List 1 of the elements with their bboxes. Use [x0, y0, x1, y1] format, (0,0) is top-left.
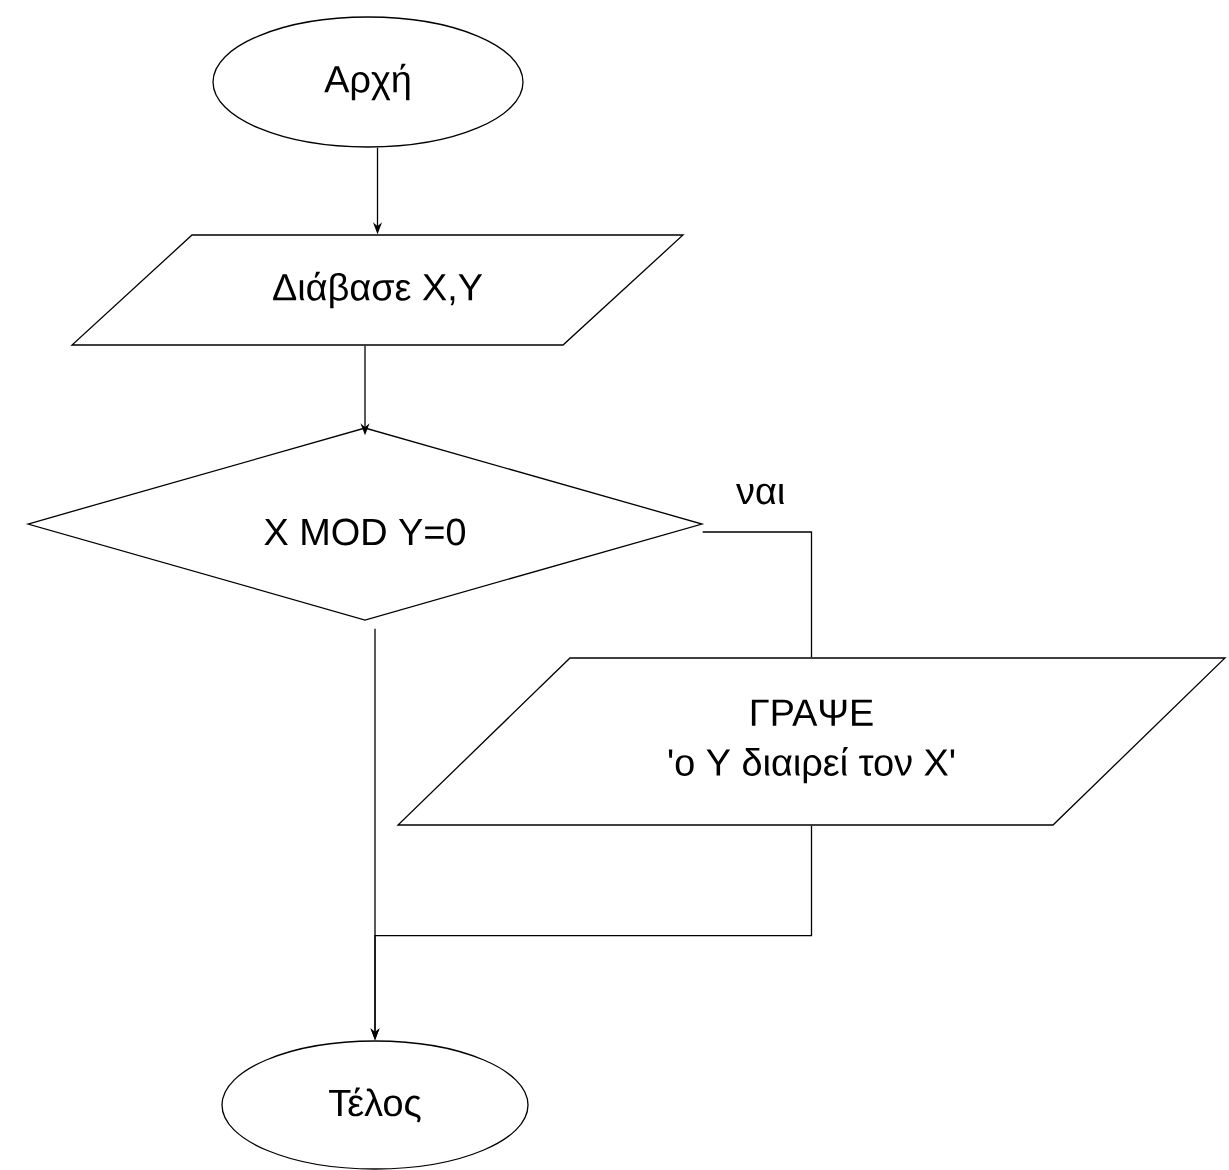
edge-label: ναι — [736, 483, 785, 505]
